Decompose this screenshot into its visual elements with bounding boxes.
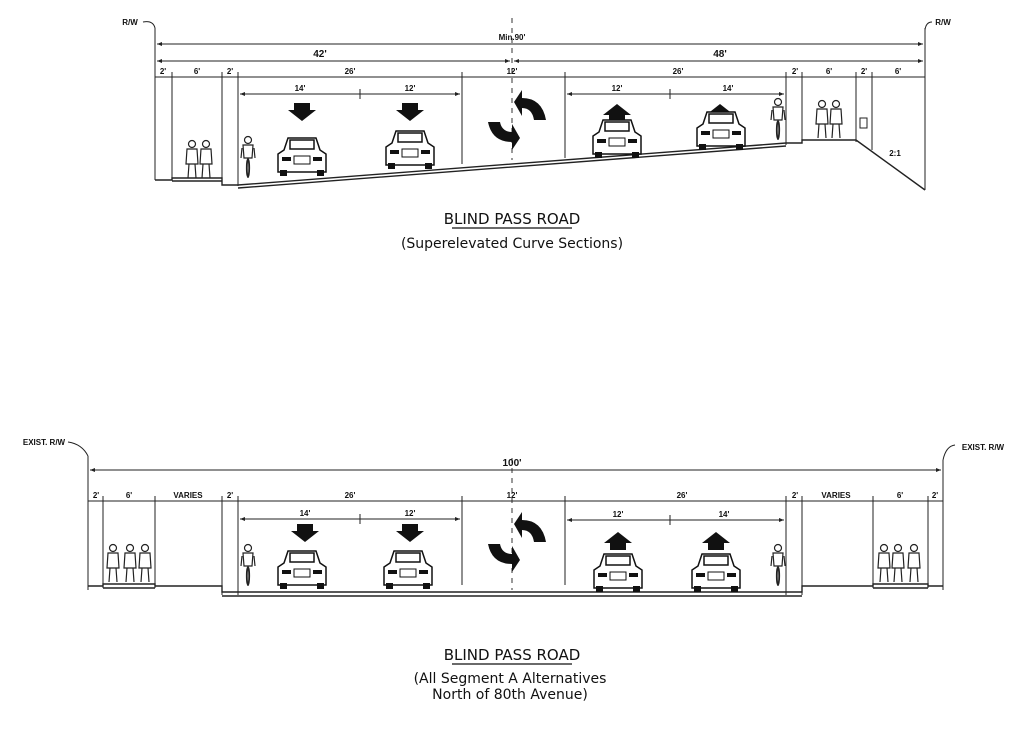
mailbox-icon: [859, 117, 868, 129]
car-icon: [277, 550, 327, 590]
arrow-up-icon: [702, 532, 730, 550]
pedestrian-icon: [877, 543, 891, 583]
dim-label: 2': [227, 67, 233, 76]
pedestrian-icon: [829, 99, 843, 139]
pedestrian-icon: [138, 543, 152, 583]
lane-width-label: 14': [295, 84, 306, 93]
dim-label: 6': [194, 67, 200, 76]
dim-label: 26': [673, 67, 684, 76]
turn-arrows-icon: [488, 90, 546, 150]
pedestrian-icon: [199, 139, 213, 179]
ground-profile: [88, 583, 943, 593]
bottom-cross-section: EXIST. R/W EXIST. R/W 100' 2' 6' VARIES …: [23, 438, 1005, 703]
lane-width-label: 14': [300, 509, 311, 518]
lane-width-label: 14': [723, 84, 734, 93]
dim-label: 6': [826, 67, 832, 76]
dim-label: 12': [507, 67, 518, 76]
pedestrian-icon: [891, 543, 905, 583]
section-title: BLIND PASS ROAD: [444, 646, 581, 664]
bicycle-icon: [240, 135, 256, 179]
slope-label: 2:1: [889, 149, 901, 158]
dim-label: 26': [677, 491, 688, 500]
lane-width-label: 14': [719, 510, 730, 519]
lane-width-label: 12': [612, 84, 623, 93]
car-icon: [592, 119, 642, 159]
overall-width-label: Min.90': [499, 33, 526, 42]
overall-width-label: 100': [502, 458, 521, 469]
lane-width-label: 12': [405, 84, 416, 93]
arrow-down-icon: [288, 103, 316, 121]
section-subtitle: (Superelevated Curve Sections): [401, 236, 623, 252]
dim-label: 2': [792, 67, 798, 76]
dim-label: 6': [897, 491, 903, 500]
section-title: BLIND PASS ROAD: [444, 210, 581, 228]
bicycle-icon: [770, 543, 786, 587]
dim-label: 2': [861, 67, 867, 76]
car-icon: [696, 111, 746, 151]
bicycle-icon: [770, 97, 786, 141]
section-subtitle-line1: (All Segment A Alternatives: [414, 671, 607, 687]
dim-label: 2': [792, 491, 798, 500]
dim-label: 26': [345, 491, 356, 500]
section-subtitle-line2: North of 80th Avenue): [432, 687, 588, 703]
right-half-width: 48': [713, 49, 727, 60]
lane-width-label: 12': [613, 510, 624, 519]
dim-label: 2': [93, 491, 99, 500]
left-half-width: 42': [313, 49, 327, 60]
pedestrian-icon: [123, 543, 137, 583]
segment-dimensions: 2' 6' 2' 26' 12' 26' 2' 6' 2' 6': [160, 67, 901, 76]
rw-right-label: EXIST. R/W: [962, 443, 1005, 452]
car-icon: [277, 137, 327, 177]
rw-left-label: R/W: [122, 18, 138, 27]
top-cross-section: R/W R/W Min.90' 42' 48' 2' 6' 2' 26' 12'…: [122, 18, 951, 252]
segment-dimensions: 2' 6' VARIES 2' 26' 12' 26' 2' VARIES 6'…: [93, 491, 938, 500]
arrow-up-icon: [604, 532, 632, 550]
lane-width-label: 12': [405, 509, 416, 518]
arrow-down-icon: [291, 524, 319, 542]
arrow-down-icon: [396, 103, 424, 121]
rw-left-label: EXIST. R/W: [23, 438, 66, 447]
bicycle-icon: [240, 543, 256, 587]
turn-arrows-icon: [488, 512, 546, 572]
dim-label: 6': [126, 491, 132, 500]
pedestrian-icon: [185, 139, 199, 179]
pedestrian-icon: [106, 543, 120, 583]
ground-profile: [155, 139, 926, 191]
car-icon: [593, 553, 643, 593]
arrow-down-icon: [396, 524, 424, 542]
dim-label: 12': [507, 491, 518, 500]
dim-label: 2': [160, 67, 166, 76]
pedestrian-icon: [815, 99, 829, 139]
car-icon: [383, 550, 433, 590]
dim-label: 6': [895, 67, 901, 76]
dim-label: VARIES: [173, 491, 203, 500]
dim-label: 2': [227, 491, 233, 500]
dim-label: 26': [345, 67, 356, 76]
car-icon: [691, 553, 741, 593]
car-icon: [385, 130, 435, 170]
rw-right-label: R/W: [935, 18, 951, 27]
pedestrian-icon: [907, 543, 921, 583]
dim-label: 2': [932, 491, 938, 500]
dim-label: VARIES: [821, 491, 851, 500]
